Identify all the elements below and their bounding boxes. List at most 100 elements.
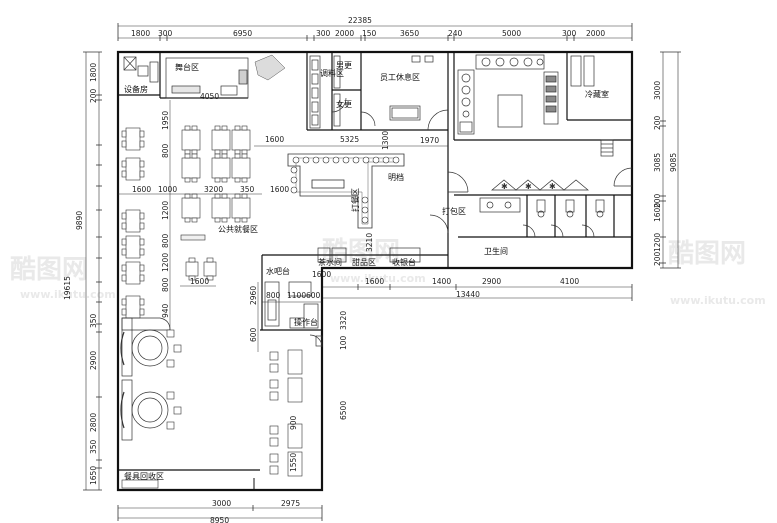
dim-label: 1950 xyxy=(161,111,170,130)
chair xyxy=(191,217,198,223)
dim-label: 1300 xyxy=(381,131,390,150)
dim-label: 1100 xyxy=(287,291,306,300)
stage-area xyxy=(123,56,249,99)
chair xyxy=(214,177,221,183)
chair xyxy=(214,217,221,223)
room-label-water-bar: 水吧台 xyxy=(266,266,290,276)
dim-label: 1550 xyxy=(289,453,298,472)
chair xyxy=(184,217,191,223)
room-label-packing: 打包区 xyxy=(442,206,466,216)
svg-text:✱: ✱ xyxy=(549,182,556,191)
dim-label: 8950 xyxy=(210,516,229,523)
dim-label: 1970 xyxy=(420,136,439,145)
stage-logo xyxy=(254,54,286,81)
dining-table xyxy=(125,295,141,319)
chair xyxy=(269,379,279,389)
dim-label: 1200 xyxy=(653,233,662,252)
outer-walls xyxy=(116,50,634,492)
chair xyxy=(241,177,248,183)
dim-label: 3650 xyxy=(400,29,419,38)
chair xyxy=(188,275,196,281)
dim-label: 2000 xyxy=(335,29,354,38)
chair xyxy=(221,125,228,131)
chair xyxy=(221,153,228,159)
dining-table xyxy=(287,377,303,403)
chair xyxy=(234,125,241,131)
dim-label: 13440 xyxy=(456,290,480,299)
chair xyxy=(139,170,145,178)
svg-text:✱: ✱ xyxy=(525,182,532,191)
chair xyxy=(234,193,241,199)
chair xyxy=(269,391,279,401)
dim-label: 1650 xyxy=(89,466,98,485)
watermark-url: www.ikutu.com xyxy=(670,294,766,307)
dim-label: 940 xyxy=(161,303,170,318)
booth-chairs xyxy=(166,329,182,430)
water-bar xyxy=(264,281,323,347)
watermark-brand: 酷图网 xyxy=(668,239,746,269)
dim-label: 6950 xyxy=(233,29,252,38)
dining-table xyxy=(211,197,231,219)
room-label-operation-counter: 操作台 xyxy=(294,317,318,327)
watermark-url: www.ikutu.com xyxy=(20,288,116,301)
chair xyxy=(139,130,145,138)
chair xyxy=(121,274,127,282)
dim-label: 5325 xyxy=(340,135,359,144)
sideboard xyxy=(180,234,206,241)
room-label-staff-lounge: 员工休息区 xyxy=(380,72,420,82)
room-label-cold-storage: 冷藏室 xyxy=(585,89,609,99)
dim-label: 2000 xyxy=(586,29,605,38)
dim-label: 2800 xyxy=(89,413,98,432)
chair xyxy=(121,298,127,306)
chair xyxy=(241,217,248,223)
dim-label: 150 xyxy=(362,29,377,38)
chair xyxy=(234,177,241,183)
chair xyxy=(121,160,127,168)
dining-tables xyxy=(121,125,251,319)
chair xyxy=(221,177,228,183)
dim-label: 1600 xyxy=(265,135,284,144)
room-label-male: 男更 xyxy=(336,61,352,70)
door-swings xyxy=(309,97,633,348)
dim-label: 900 xyxy=(289,415,298,430)
dim-label: 1000 xyxy=(158,185,177,194)
dim-label: 1800 xyxy=(131,29,150,38)
room-label-dessert: 甜品区 xyxy=(352,257,376,267)
dining-table xyxy=(231,129,251,151)
dim-label: 1600 xyxy=(132,185,151,194)
dim-label: 1800 xyxy=(89,63,98,82)
chair xyxy=(241,193,248,199)
dim-label: 1600 xyxy=(365,277,384,286)
dim-label: 3000 xyxy=(212,499,231,508)
dining-table xyxy=(125,235,141,259)
chair xyxy=(191,153,198,159)
tableware-return-counter xyxy=(121,479,159,489)
dining-table xyxy=(185,261,199,277)
chair xyxy=(121,308,127,316)
dim-label: 240 xyxy=(448,29,463,38)
room-label-stage: 舞台区 xyxy=(175,62,199,72)
dim-label: 600 xyxy=(249,327,258,342)
dining-table xyxy=(203,261,217,277)
dim-label: 1200 xyxy=(161,253,170,272)
seasoning-shelves xyxy=(309,55,341,129)
dim-label: 350 xyxy=(89,439,98,454)
chair xyxy=(139,298,145,306)
chair xyxy=(221,193,228,199)
chair xyxy=(121,212,127,220)
chair xyxy=(214,153,221,159)
chair xyxy=(269,351,279,361)
chair xyxy=(139,140,145,148)
dim-label: 2900 xyxy=(89,351,98,370)
dim-label: 2900 xyxy=(482,277,501,286)
dining-table xyxy=(287,349,303,375)
chair xyxy=(121,264,127,272)
toilet-fixtures xyxy=(479,197,605,218)
room-label-public-dining: 公共就餐区 xyxy=(218,224,258,234)
chair xyxy=(139,238,145,246)
room-label-ordering: 收银台 xyxy=(392,257,416,267)
dim-label: 1600 xyxy=(312,270,331,279)
counter-stools xyxy=(290,156,400,224)
dining-table xyxy=(181,197,201,219)
